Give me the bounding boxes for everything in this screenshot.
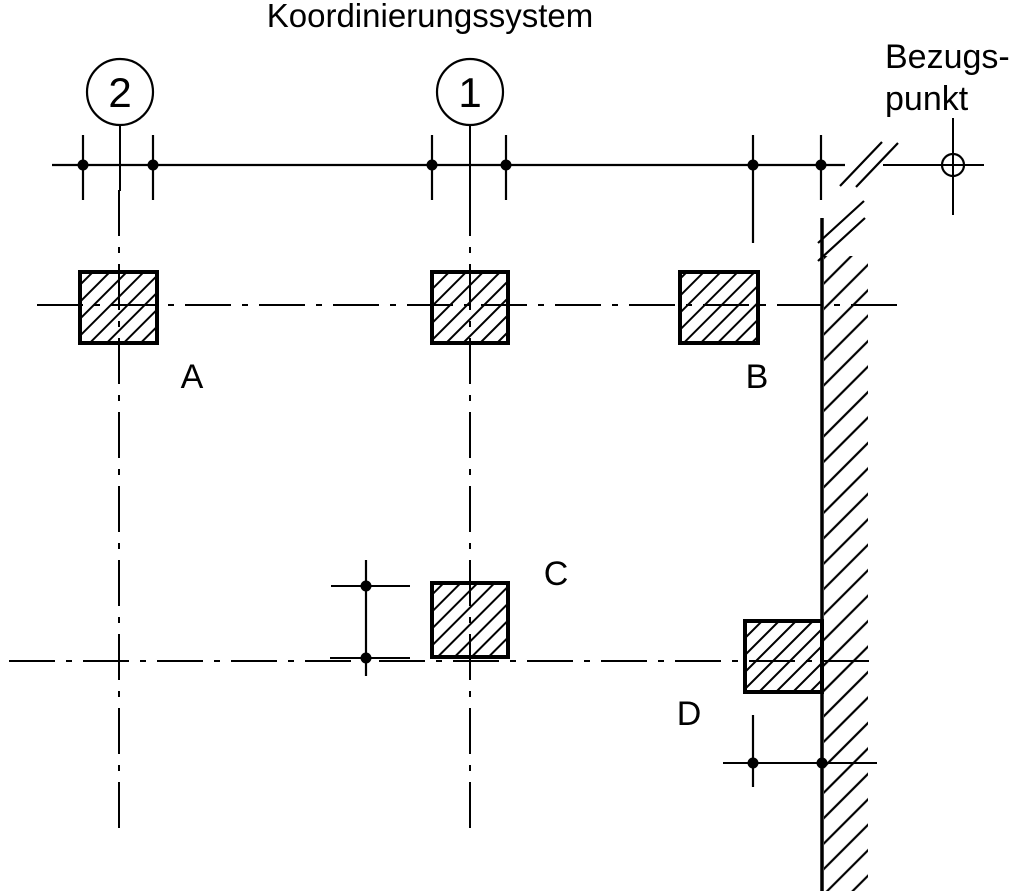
tick-dot [815,159,827,171]
axis-1-number: 1 [458,69,481,116]
column-labels: A B C D [181,358,769,733]
axis-1-bubble [435,57,505,127]
axis-2-number: 2 [108,69,131,116]
column-label-b: B [746,358,769,396]
wall-break-symbol [817,200,866,262]
column-sections [78,270,824,694]
axis-bubbles: 2 1 [85,57,505,191]
coordination-ticks [81,135,823,243]
wall-break-slash-1 [817,200,865,244]
reference-point-label: Bezugs- punkt [885,38,1010,118]
line-break-symbol [839,141,899,188]
d-marker-dot-left [747,757,759,769]
break-slash-1 [839,141,883,187]
reference-point-icon [940,118,966,215]
tick-dot [147,159,159,171]
column-b-section [678,270,760,345]
column-d-section [743,619,824,694]
tick-dot [77,159,89,171]
tick-dot [747,159,759,171]
column-label-d: D [677,695,702,733]
tick-dot [426,159,438,171]
reference-point-circle [940,152,966,178]
centerlines [9,190,907,828]
column-label-c: C [544,555,569,593]
offset-marker-c [330,560,410,676]
column-label-a: A [181,358,204,396]
wall-hatch [824,256,868,891]
break-slash-2 [855,142,899,188]
c-marker-dot-top [360,580,372,592]
reference-point-label-line2: punkt [885,80,969,118]
diagram-title: Koordinierungssystem [267,0,594,34]
d-marker-dot-right [816,757,828,769]
wall [817,200,868,891]
c-marker-dot-bottom [360,652,372,664]
coordination-dots [77,159,827,171]
reference-point-label-line1: Bezugs- [885,38,1010,76]
coordination-line [52,135,984,243]
wall-break-slash-2 [817,217,866,262]
axis-2-bubble [85,57,155,127]
offset-marker-d [723,715,877,787]
tick-dot [500,159,512,171]
